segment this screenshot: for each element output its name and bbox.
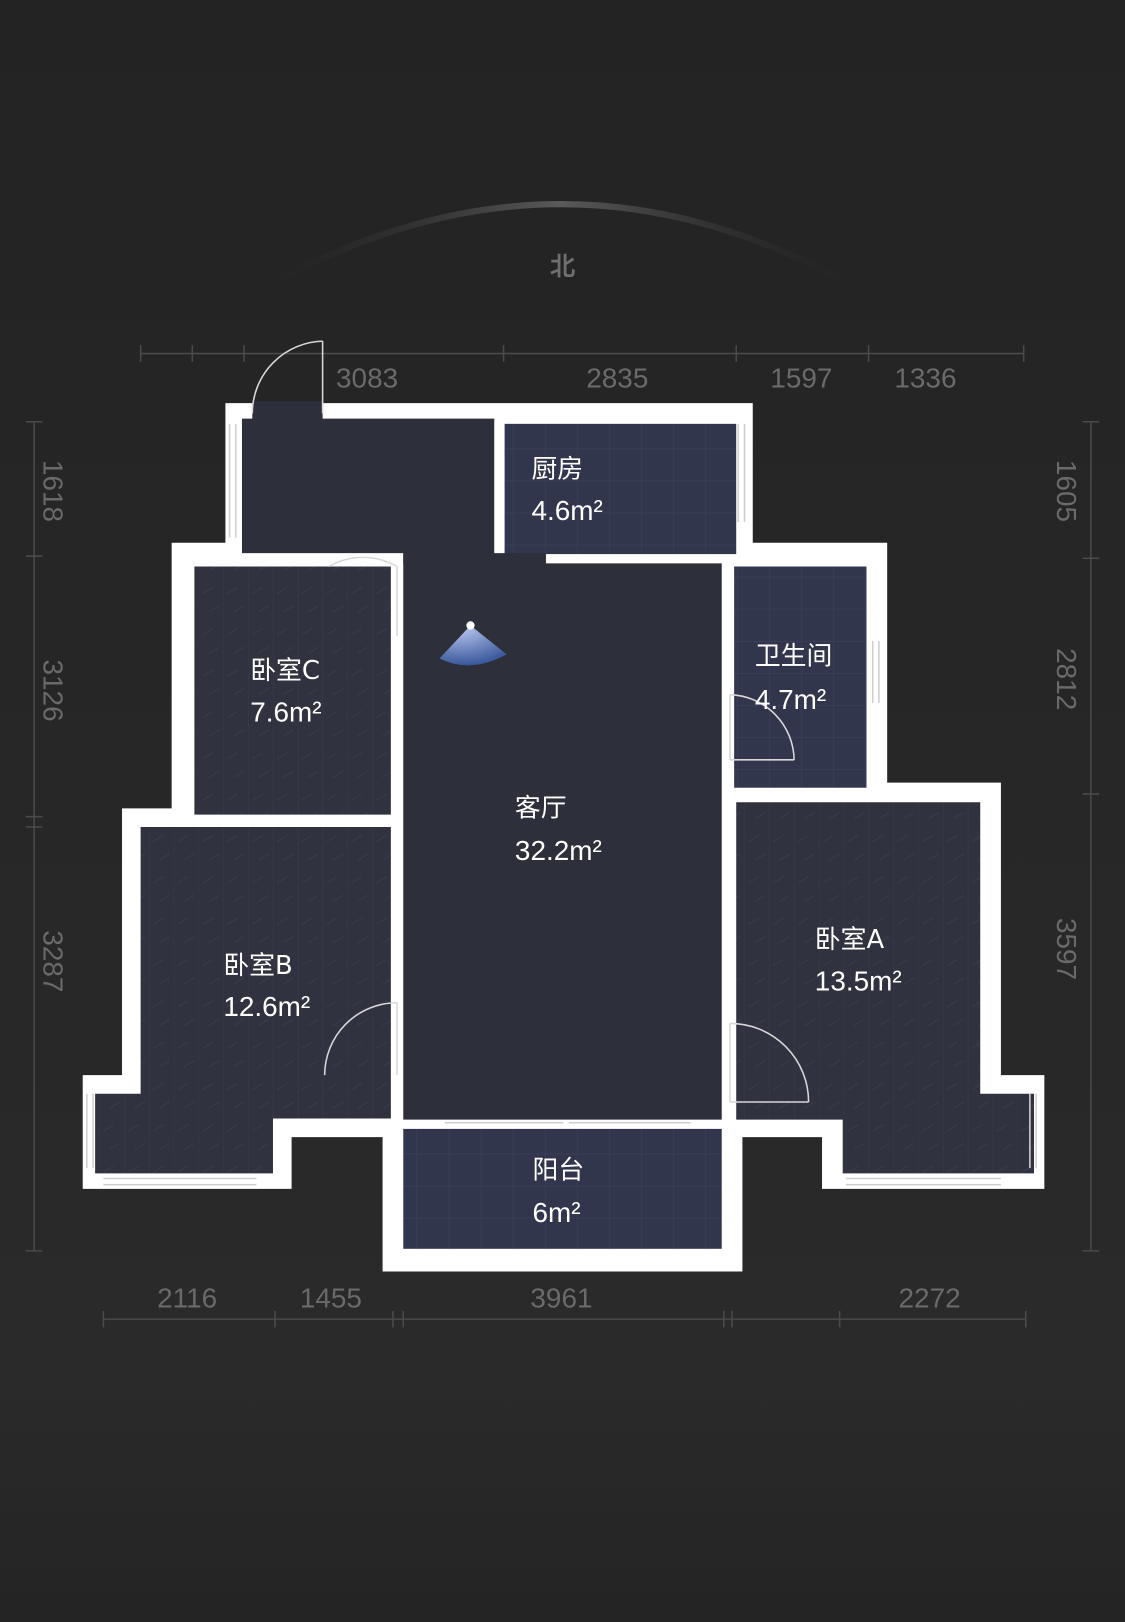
room-area: 12.6m² <box>223 991 310 1022</box>
room-bedroom-c[interactable]: 卧室C 7.6m² <box>250 656 321 727</box>
bathroom-floor <box>734 566 867 788</box>
room-area: 4.6m² <box>531 495 602 526</box>
room-bedroom-a[interactable]: 卧室A 13.5m² <box>815 925 902 996</box>
dim-left-2: 3126 <box>37 660 68 722</box>
camera-view-icon <box>439 621 507 666</box>
dim-bottom-4: 2272 <box>899 1283 961 1314</box>
dim-right-2: 2812 <box>1051 648 1082 710</box>
room-bedroom-b[interactable]: 卧室B 12.6m² <box>223 951 310 1022</box>
room-name: 卧室C <box>250 656 320 686</box>
room-area: 4.7m² <box>755 684 826 715</box>
room-area: 7.6m² <box>250 697 321 728</box>
dimension-lines <box>25 345 1100 1328</box>
doors <box>251 340 810 1103</box>
dim-top-3: 1597 <box>770 363 832 394</box>
dim-top-4: 1336 <box>894 363 956 394</box>
room-name: 阳台 <box>533 1156 585 1186</box>
dim-bottom-1: 2116 <box>157 1283 217 1314</box>
room-kitchen[interactable]: 厨房 4.6m² <box>531 455 602 526</box>
room-area: 32.2m² <box>515 835 602 866</box>
entrance-opening <box>252 401 323 422</box>
room-area: 6m² <box>533 1197 581 1228</box>
kitchen-floor <box>504 423 737 555</box>
dim-right-3: 3597 <box>1051 918 1082 980</box>
compass-arc <box>269 201 852 288</box>
dim-left-3: 3287 <box>37 930 68 992</box>
bedroom-b-floor <box>95 827 391 1174</box>
room-name: 客厅 <box>515 794 567 824</box>
dim-left-1: 1618 <box>37 460 68 522</box>
bedroom-c-floor <box>194 566 391 815</box>
room-name: 卧室B <box>223 951 292 981</box>
foyer-floor <box>241 418 495 564</box>
balcony-floor <box>403 1128 722 1249</box>
dim-top-2: 2835 <box>586 363 648 394</box>
room-bathroom[interactable]: 卫生间 4.7m² <box>755 642 832 715</box>
living-floor <box>403 553 722 1120</box>
dim-right-1: 1605 <box>1051 460 1082 522</box>
dim-bottom-2: 1455 <box>300 1283 362 1314</box>
north-label: 北 <box>550 252 575 281</box>
room-balcony[interactable]: 阳台 6m² <box>533 1156 585 1228</box>
windows <box>86 423 1037 1186</box>
room-name: 卫生间 <box>755 642 832 672</box>
room-name: 厨房 <box>531 455 583 485</box>
room-area: 13.5m² <box>815 965 902 996</box>
dim-top-1: 3083 <box>336 363 398 394</box>
bedroom-a-floor <box>736 802 1035 1174</box>
room-living[interactable]: 客厅 32.2m² <box>515 794 602 866</box>
dim-bottom-3: 3961 <box>530 1283 592 1314</box>
room-name: 卧室A <box>815 925 885 955</box>
